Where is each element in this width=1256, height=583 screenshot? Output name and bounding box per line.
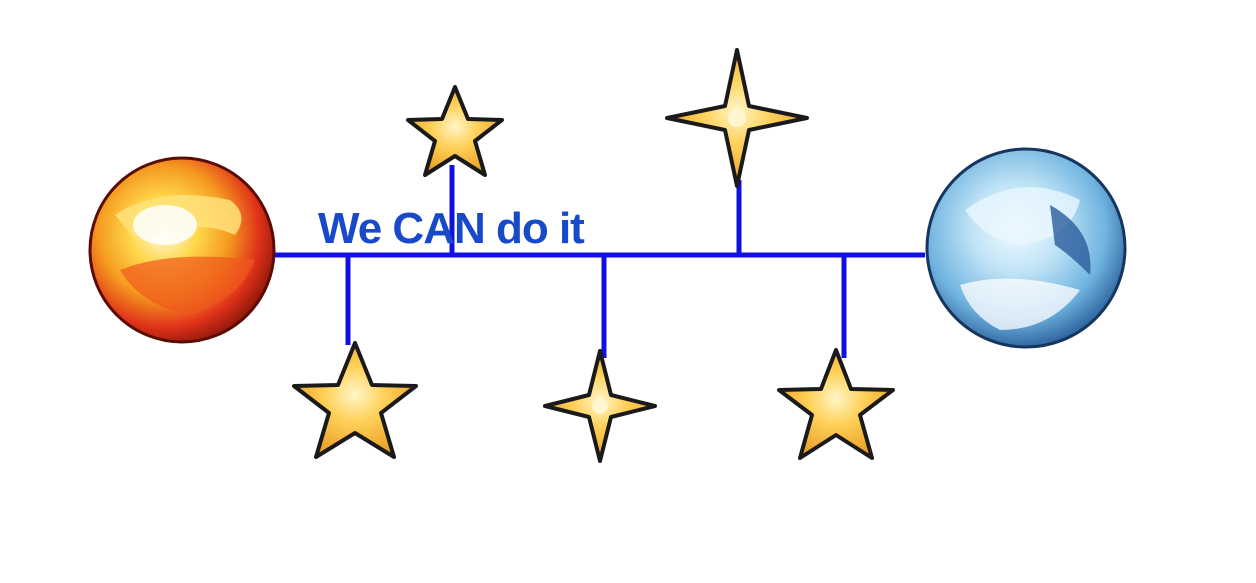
- star-icon: [292, 341, 418, 459]
- caption-text: We CAN do it: [318, 204, 585, 253]
- ice-planet-icon: [925, 147, 1127, 349]
- sparkle-icon: [665, 48, 809, 188]
- sparkle-icon: [543, 349, 657, 463]
- connector-lines: [272, 165, 925, 358]
- star-icon: [777, 348, 895, 460]
- fire-planet-icon: [88, 156, 276, 344]
- star-icon: [406, 85, 504, 177]
